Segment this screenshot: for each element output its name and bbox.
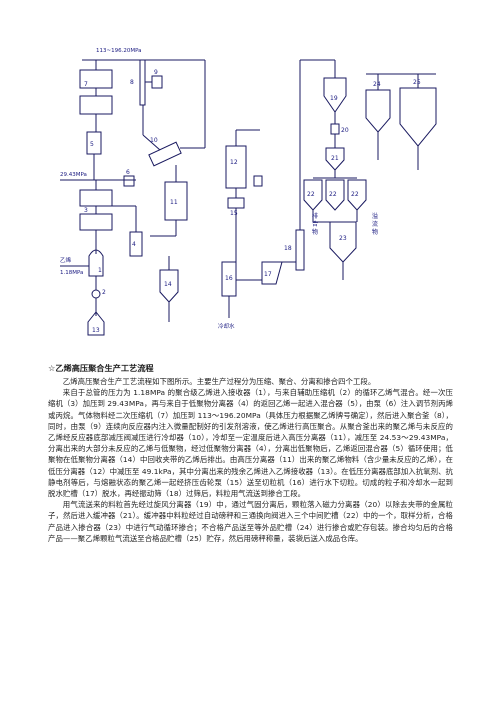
num-18: 18 [284,245,292,252]
unit-7b [79,95,113,115]
label-cooling-water: 冷却水 [218,322,235,330]
num-22a: 22 [307,191,315,198]
valve-12 [253,175,263,187]
unit-25 [399,87,437,147]
unit-22a [303,179,323,211]
num-16: 16 [225,275,233,282]
num-17: 17 [264,271,272,278]
num-10: 10 [150,137,158,144]
article-title: ☆乙烯高压聚合生产工艺流程 [48,363,154,373]
label-discharge-left: 排合物 [312,212,318,236]
unit-12 [225,145,247,189]
num-15: 15 [230,210,238,217]
num-6: 6 [126,169,130,176]
num-4: 4 [132,241,136,248]
unit-22b [325,179,345,211]
label-discharge-right-char: 溢 [372,212,378,220]
unit-22c [347,179,367,211]
num-9: 9 [154,69,158,76]
label-discharge-right-char: 物 [372,228,378,236]
num-14: 14 [164,281,172,288]
num-11: 11 [170,199,178,206]
unit-2 [91,289,101,299]
article-paragraph-2: 来自于总管的压力为 1.18MPa 的聚合级乙烯进入接收器（1），与来自辅助压缩… [48,388,453,499]
unit-8 [139,59,146,106]
label-pressure-1: 1.18MPa [60,270,83,276]
unit-23 [329,221,357,263]
article: ☆乙烯高压聚合生产工艺流程 乙烯高压聚合生产工艺流程如下图所示。主要生产过程分为… [48,363,453,544]
unit-24 [365,89,391,133]
num-22b: 22 [329,191,337,198]
unit-20 [330,123,340,135]
num-19: 19 [330,95,338,102]
unit-3a [79,189,113,207]
article-paragraph-3: 用气流送来的料粒首先经过旋风分离器（19）中，通过气固分离后，颗粒落入磁力分离器… [48,500,453,543]
num-1: 1 [98,267,102,274]
num-21: 21 [331,155,339,162]
article-paragraph-1: 乙烯高压聚合生产工艺流程如下图所示。主要生产过程分为压缩、聚合、分离和掺合四个工… [62,377,376,386]
num-5: 5 [90,141,94,148]
unit-3b [79,213,113,231]
unit-6 [123,175,135,187]
unit-14 [159,269,179,303]
unit-9 [151,75,163,89]
num-23: 23 [339,235,347,242]
unit-21 [325,147,345,171]
label-discharge-left-char: 物 [312,228,318,236]
process-flow-diagram: 1 2 3 4 5 6 7 8 9 10 11 12 13 14 15 16 1… [60,48,437,336]
num-25: 25 [413,79,421,86]
num-8: 8 [130,79,134,86]
unit-17 [261,261,283,285]
num-20: 20 [341,127,349,134]
label-pressure-2: 29.43MPa [60,172,87,178]
unit-1 [88,249,104,277]
label-discharge-left-char: 排 [312,212,318,220]
label-top-pressure: 113~196.20MPa [96,48,142,54]
label-discharge-right: 溢流物 [372,212,378,236]
num-13: 13 [92,327,100,334]
num-3: 3 [84,207,88,214]
unit-10 [148,141,182,167]
num-24: 24 [373,81,381,88]
label-discharge-left-char: 合 [312,220,318,228]
num-2: 2 [102,289,106,296]
label-ethylene: 乙烯 [60,256,72,264]
label-discharge-right-char: 流 [372,220,378,228]
unit-13 [87,311,105,336]
num-7: 7 [84,81,88,88]
num-12: 12 [230,159,238,166]
unit-18 [295,229,305,271]
unit-15 [227,197,245,209]
num-22c: 22 [351,191,359,198]
unit-19 [323,77,347,113]
